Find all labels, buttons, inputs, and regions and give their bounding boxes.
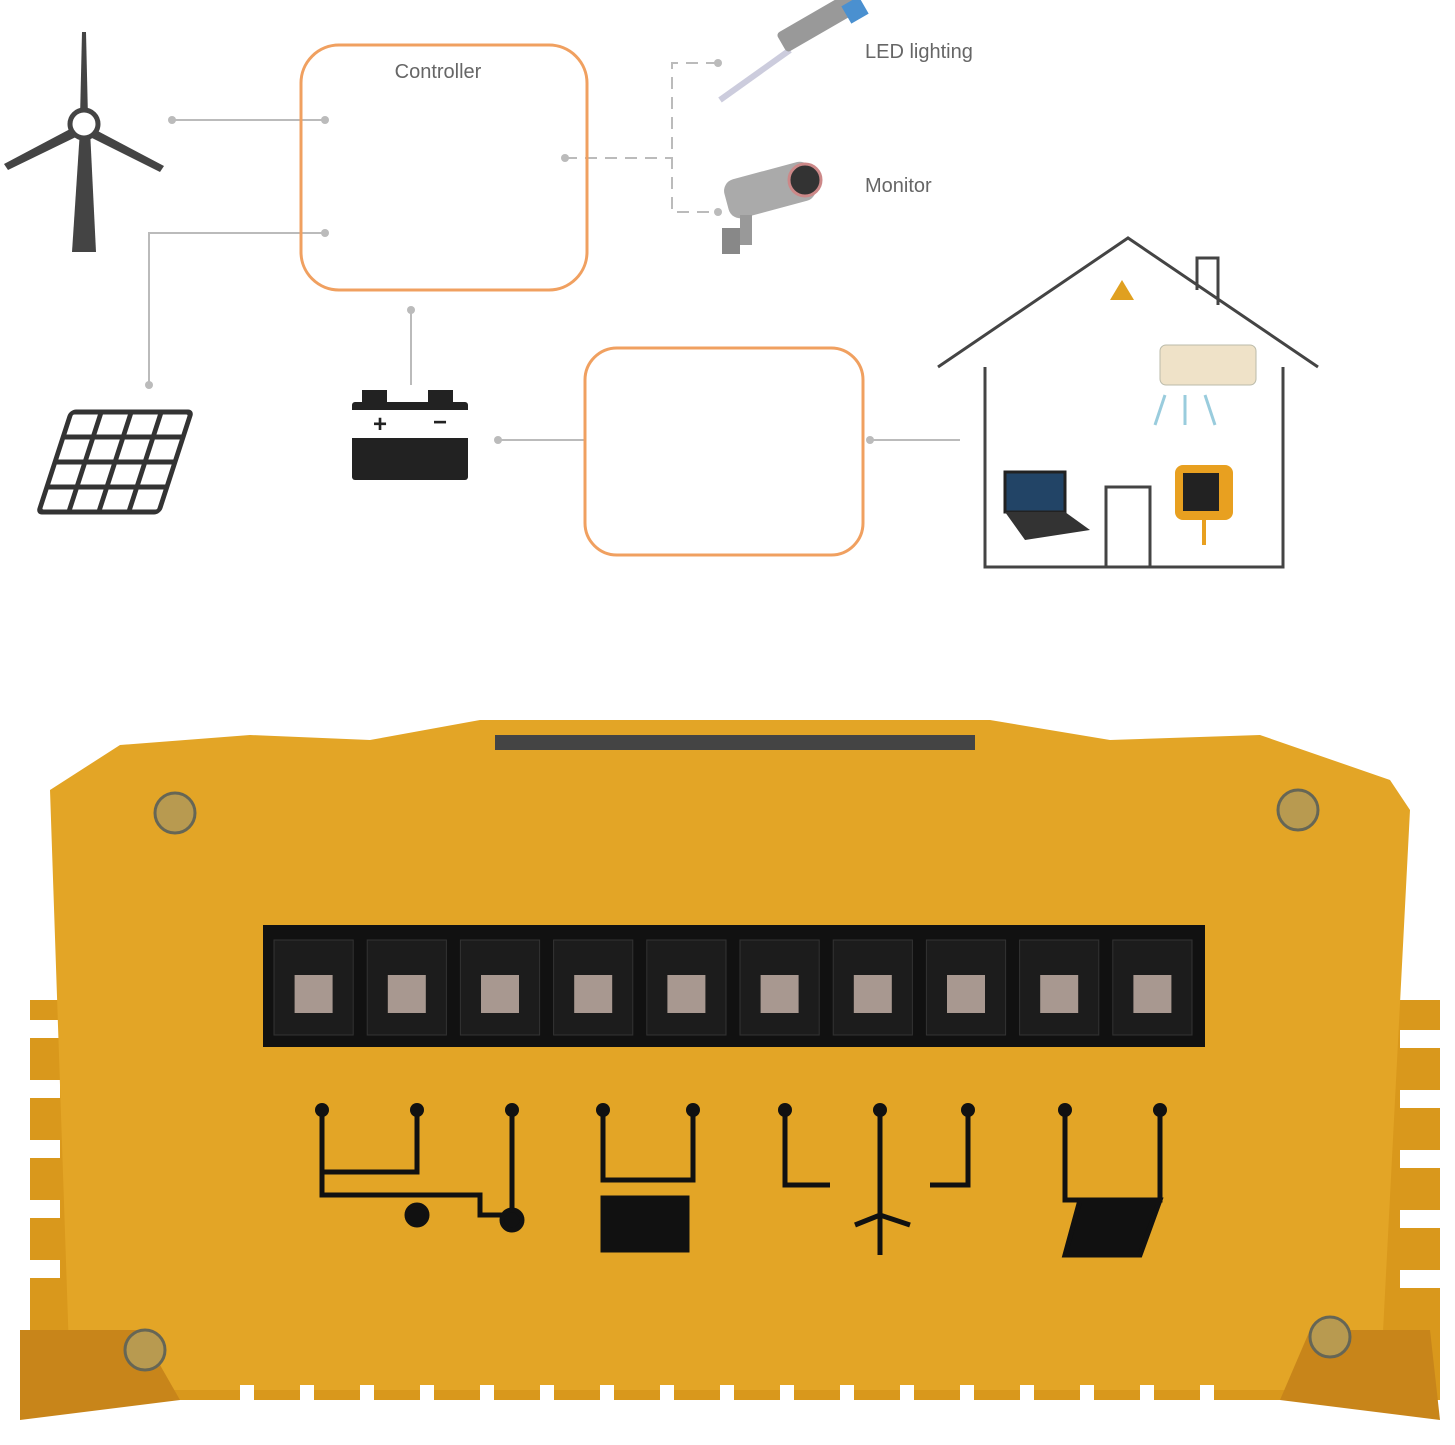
- terminal-screw: [574, 975, 613, 1013]
- terminal-screw: [481, 975, 519, 1013]
- led-light-icon: [718, 0, 869, 103]
- monitor-label: Monitor: [865, 175, 932, 197]
- terminal-screw: [760, 975, 799, 1013]
- house-appliances-icon: [937, 236, 1319, 569]
- terminal-screw: [947, 975, 985, 1013]
- battery-icon: + −: [352, 390, 468, 480]
- charge-controller-device: [0, 720, 1455, 1445]
- svg-text:−: −: [433, 409, 447, 436]
- wind-turbine-icon: [4, 32, 164, 252]
- terminal-screw: [294, 975, 333, 1013]
- terminal-symbols: [319, 1110, 1164, 1258]
- inverter-box: [583, 346, 865, 557]
- svg-text:+: +: [373, 411, 387, 438]
- terminal-screw: [1133, 975, 1172, 1013]
- controller-label: Controller: [395, 61, 482, 83]
- controller-box: [299, 43, 589, 292]
- terminal-screw: [387, 975, 426, 1013]
- led-lighting-label: LED lighting: [865, 41, 973, 63]
- terminal-screw: [1040, 975, 1079, 1013]
- terminal-screw: [853, 975, 892, 1013]
- terminal-slot: [553, 939, 634, 1036]
- connection-dots: [145, 59, 874, 444]
- security-camera-icon: [722, 161, 823, 254]
- screw-icon: [123, 788, 1352, 1372]
- solar-panel-icon: [37, 409, 193, 515]
- terminal-screw: [667, 975, 706, 1013]
- connection-lines: [148, 62, 960, 441]
